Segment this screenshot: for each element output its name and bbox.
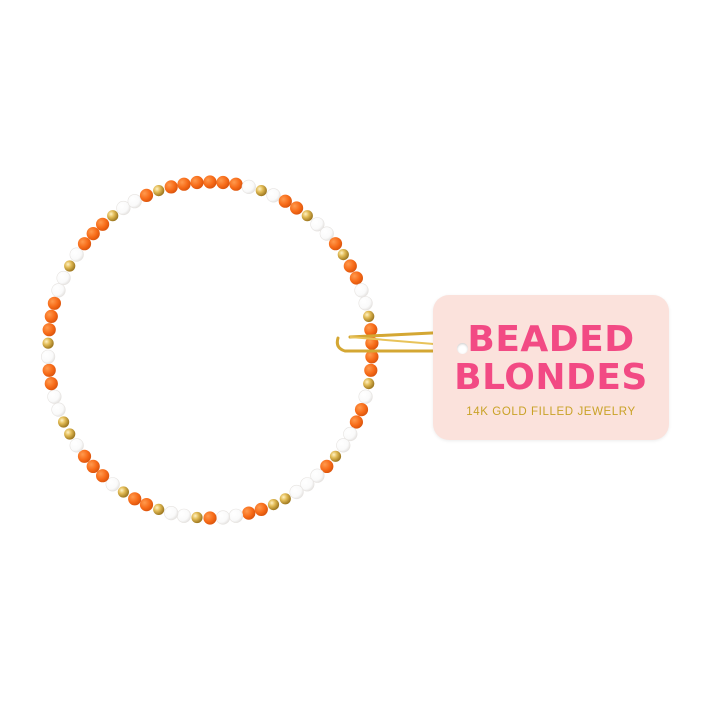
orange-bead [320, 459, 334, 473]
orange-bead [44, 309, 58, 323]
orange-bead [128, 492, 142, 506]
orange-bead [328, 237, 343, 251]
white-bead [310, 217, 325, 232]
white-bead [116, 200, 131, 216]
white-bead [69, 438, 84, 453]
orange-bead [242, 506, 256, 520]
gold-bead [329, 450, 342, 462]
white-bead [127, 194, 142, 209]
orange-bead [216, 175, 230, 190]
gold-bead [301, 210, 313, 222]
gold-bead [107, 210, 119, 222]
orange-bead [139, 498, 154, 512]
orange-bead [349, 271, 363, 285]
orange-bead [365, 350, 379, 364]
orange-bead [203, 511, 217, 525]
white-bead [319, 226, 334, 241]
gold-bead [58, 416, 70, 428]
white-bead [228, 508, 244, 523]
gold-bead [337, 249, 349, 261]
orange-bead [190, 175, 204, 190]
gold-bead [64, 260, 76, 272]
white-bead [40, 349, 56, 364]
orange-bead [349, 415, 363, 429]
white-bead [358, 296, 373, 311]
brand-name-line1: BEADED [467, 319, 635, 360]
white-bead [176, 508, 192, 523]
orange-bead [77, 237, 92, 251]
white-bead [56, 270, 71, 286]
orange-bead [354, 403, 369, 417]
gold-bead [363, 310, 375, 322]
orange-bead [177, 177, 191, 191]
orange-bead [278, 194, 292, 208]
white-bead [310, 468, 325, 483]
orange-bead [44, 377, 58, 391]
orange-bead [86, 227, 100, 241]
orange-bead [290, 201, 304, 215]
white-bead [69, 247, 84, 262]
white-bead [358, 389, 373, 404]
orange-bead [364, 323, 378, 337]
brand-hang-tag: BEADED BLONDES 14K GOLD FILLED JEWELRY [433, 295, 669, 440]
white-bead [51, 402, 66, 417]
gold-bead [267, 499, 280, 511]
orange-bead [364, 363, 378, 377]
orange-bead [96, 469, 110, 483]
orange-bead [42, 363, 56, 377]
gold-bead [191, 511, 203, 524]
brand-name-line2: BLONDES [454, 357, 648, 398]
white-bead [215, 510, 231, 525]
gold-bead [42, 337, 54, 349]
white-bead [336, 438, 351, 453]
orange-bead [96, 217, 110, 231]
gold-bead [117, 486, 129, 498]
gold-bead [255, 185, 267, 197]
orange-bead [139, 188, 154, 202]
white-bead [164, 505, 179, 521]
orange-bead [77, 449, 92, 463]
white-bead [343, 426, 358, 442]
gold-bead [363, 378, 375, 390]
orange-bead [254, 502, 268, 516]
white-bead [266, 188, 281, 203]
orange-bead [164, 180, 178, 194]
white-bead [241, 179, 256, 194]
orange-bead [42, 323, 56, 337]
orange-bead [343, 259, 357, 273]
white-bead [47, 389, 62, 404]
tag-subtitle: 14K GOLD FILLED JEWELRY [466, 406, 636, 418]
orange-bead [86, 459, 100, 473]
gold-bead [153, 185, 165, 197]
orange-bead [229, 177, 243, 191]
white-bead [300, 477, 315, 492]
gold-bead [64, 428, 76, 440]
white-bead [289, 484, 304, 500]
orange-bead [47, 296, 62, 310]
white-bead [105, 477, 120, 492]
white-bead [354, 283, 369, 298]
white-bead [51, 283, 66, 298]
gold-bead [153, 503, 165, 515]
bracelet-beads [40, 175, 379, 525]
tag-hole [457, 343, 468, 354]
gold-bead [279, 493, 291, 505]
orange-bead [203, 175, 217, 189]
